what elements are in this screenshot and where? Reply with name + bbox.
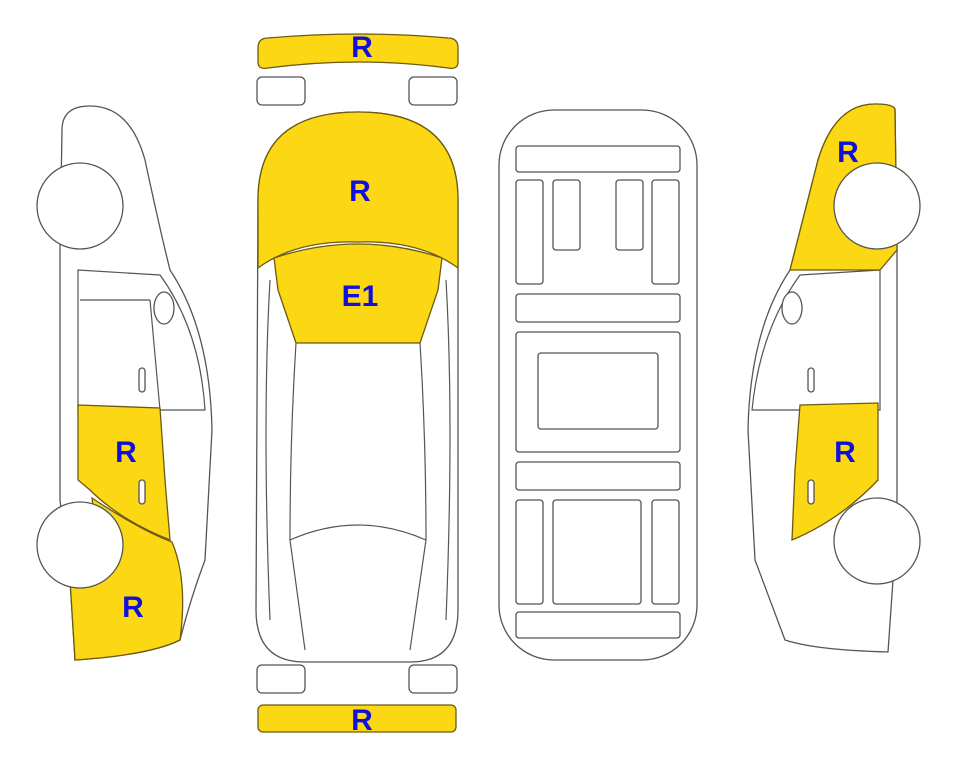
right-rear-door-part[interactable] (791, 402, 879, 541)
right-rear-wheel (833, 162, 921, 250)
hood-part[interactable] (257, 111, 459, 270)
left-front-wheel (36, 501, 124, 589)
windshield-part[interactable] (273, 243, 443, 344)
right-side-view: R R (747, 103, 921, 653)
right-mirror-front[interactable] (408, 76, 458, 106)
hood-label: R (349, 175, 371, 208)
rear-bumper-label: R (351, 704, 373, 737)
right-door-handle (807, 479, 815, 505)
left-rear-wheel (36, 162, 124, 250)
front-bumper-part[interactable] (257, 33, 459, 70)
right-rear-quarter-label: R (837, 136, 859, 169)
right-door-handle (807, 367, 815, 393)
left-side-view: R R (36, 105, 213, 661)
left-rear-door-label: R (115, 436, 137, 469)
right-front-wheel (833, 497, 921, 585)
left-mirror-front[interactable] (256, 76, 306, 106)
left-mirror-rear[interactable] (256, 664, 306, 694)
front-bumper-label: R (351, 31, 373, 64)
top-view: R R E1 R (255, 31, 459, 737)
left-rear-door-part[interactable] (77, 404, 171, 541)
underside-view (498, 109, 698, 661)
rear-bumper-part[interactable] (257, 704, 457, 733)
right-mirror-rear[interactable] (408, 664, 458, 694)
left-door-handle (138, 479, 146, 505)
right-rear-door-label: R (834, 436, 856, 469)
windshield-label: E1 (342, 280, 379, 313)
left-door-handle (138, 367, 146, 393)
left-front-fender-label: R (122, 591, 144, 624)
